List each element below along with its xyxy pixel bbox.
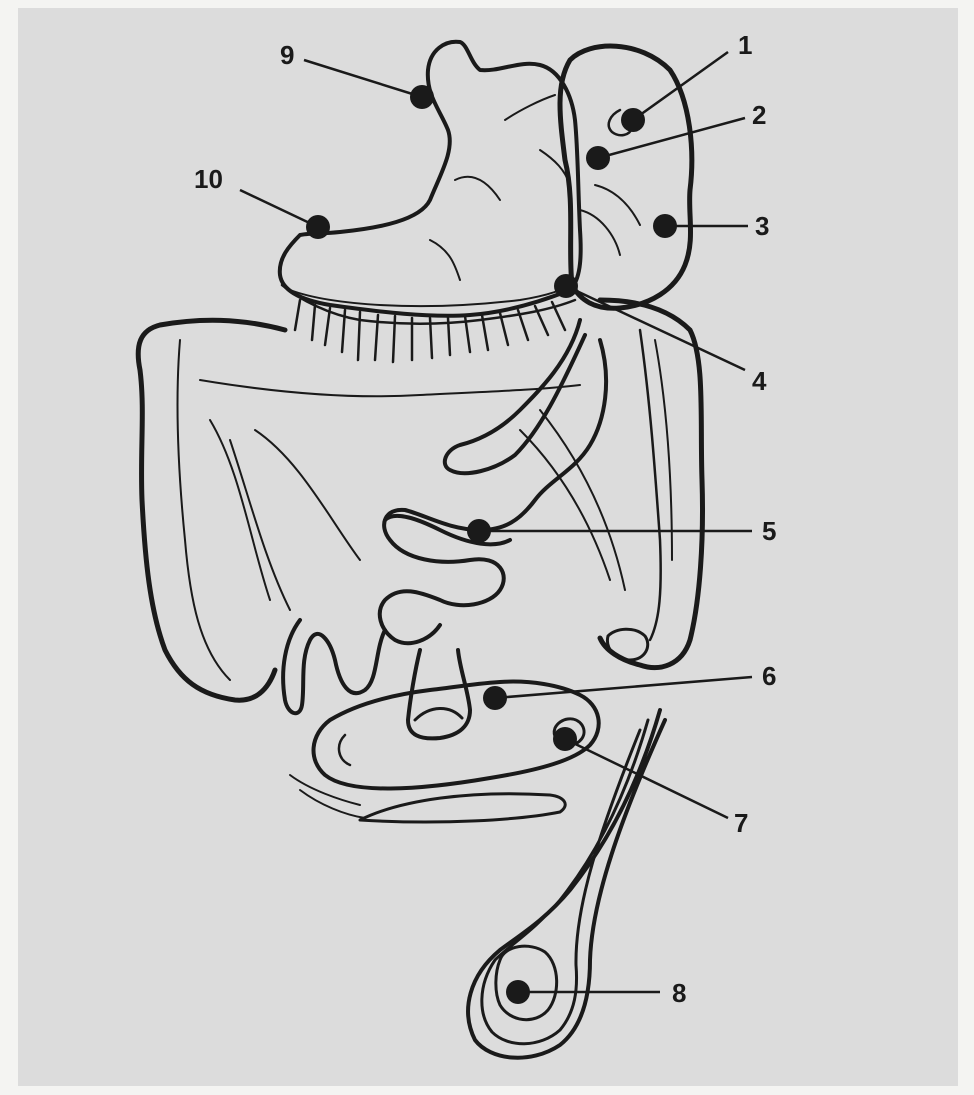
leader-line-2 [598, 118, 745, 158]
label-1: 1 [738, 30, 752, 60]
label-9: 9 [280, 40, 294, 70]
stomach [280, 42, 581, 316]
pelvic-region [290, 650, 599, 822]
marker-dot-10 [306, 215, 330, 239]
leader-line-9 [304, 60, 422, 97]
marker-dot-8 [506, 980, 530, 1004]
label-5: 5 [762, 516, 776, 546]
mesentery [200, 380, 625, 610]
marker-dot-6 [483, 686, 507, 710]
label-4: 4 [752, 366, 767, 396]
marker-dot-1 [621, 108, 645, 132]
marker-dot-5 [467, 519, 491, 543]
label-6: 6 [762, 661, 776, 691]
label-3: 3 [755, 211, 769, 241]
leader-line-1 [633, 52, 728, 120]
label-8: 8 [672, 978, 686, 1008]
marker-dot-7 [553, 727, 577, 751]
marker-dot-4 [554, 274, 578, 298]
marker-dot-2 [586, 146, 610, 170]
omentum-fringe [282, 285, 575, 362]
marker-dot-3 [653, 214, 677, 238]
leader-line-10 [240, 190, 318, 227]
hernia-sac [468, 710, 665, 1058]
marker-dot-9 [410, 85, 434, 109]
label-10: 10 [194, 164, 223, 194]
label-7: 7 [734, 808, 748, 838]
small-intestine [283, 320, 606, 713]
label-2: 2 [752, 100, 766, 130]
leader-line-6 [495, 677, 752, 698]
